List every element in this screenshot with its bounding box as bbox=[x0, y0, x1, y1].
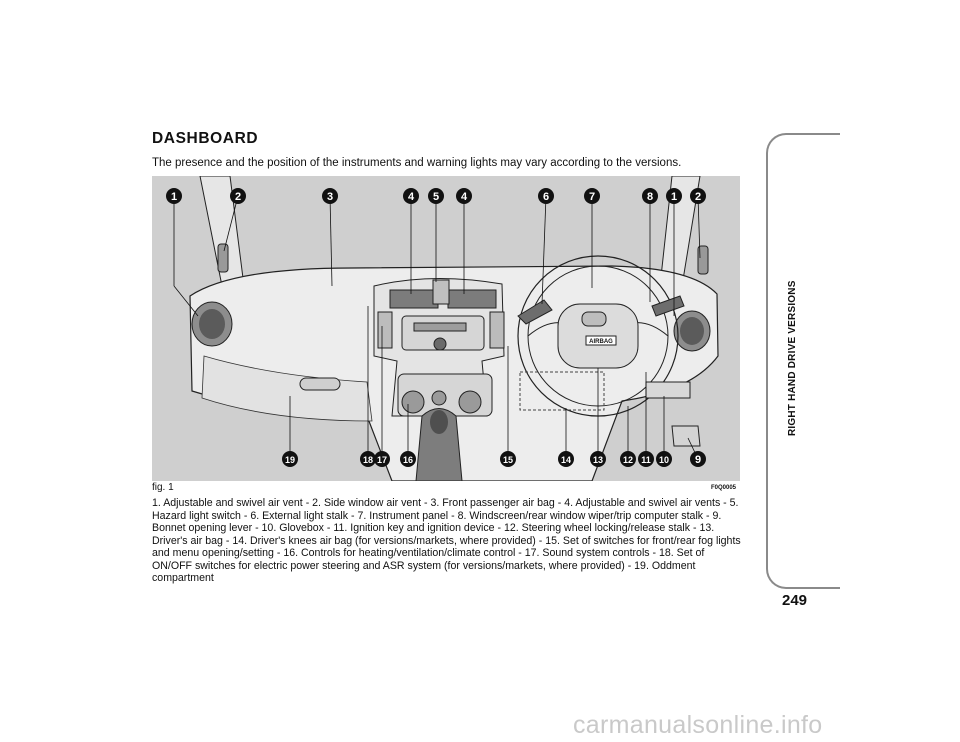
callout-5: 5 bbox=[433, 191, 439, 203]
watermark: carmanualsonline.info bbox=[573, 711, 823, 739]
callout-17: 17 bbox=[377, 455, 387, 465]
airbag-label: AIRBAG bbox=[589, 339, 613, 345]
callout-2: 2 bbox=[235, 191, 241, 203]
callout-14: 14 bbox=[561, 455, 571, 465]
callout-15: 15 bbox=[503, 455, 513, 465]
callout-9: 9 bbox=[695, 454, 701, 466]
callout-11: 11 bbox=[641, 455, 651, 465]
callout-8: 8 bbox=[647, 191, 653, 203]
figure-caption: 1. Adjustable and swivel air vent - 2. S… bbox=[152, 497, 741, 584]
callout-1b: 1 bbox=[671, 191, 677, 203]
callout-18: 18 bbox=[363, 455, 373, 465]
callout-19: 19 bbox=[285, 455, 295, 465]
section-title: DASHBOARD bbox=[152, 130, 259, 147]
section-tab bbox=[766, 133, 840, 589]
section-tab-label: RIGHT HAND DRIVE VERSIONS bbox=[787, 280, 798, 436]
callout-6: 6 bbox=[543, 191, 549, 203]
figure-label: fig. 1 bbox=[152, 482, 174, 493]
callout-7: 7 bbox=[589, 191, 595, 203]
intro-text: The presence and the position of the ins… bbox=[152, 157, 682, 169]
top-callouts: 1 2 3 4 5 4 6 7 8 1 2 bbox=[166, 188, 706, 204]
callout-4b: 4 bbox=[461, 191, 468, 203]
figure-code: F0Q0005 bbox=[711, 485, 737, 491]
dashboard-figure: AIRBAG bbox=[152, 176, 740, 481]
callout-10: 10 bbox=[659, 455, 669, 465]
callout-1: 1 bbox=[171, 191, 177, 203]
bottom-callouts: 19 18 17 16 15 14 13 12 11 10 9 bbox=[282, 451, 706, 467]
callout-4: 4 bbox=[408, 191, 415, 203]
callout-2b: 2 bbox=[695, 191, 701, 203]
callout-13: 13 bbox=[593, 455, 603, 465]
dashboard-illustration: AIRBAG bbox=[166, 176, 719, 481]
callout-3: 3 bbox=[327, 191, 333, 203]
callout-16: 16 bbox=[403, 455, 413, 465]
page-number: 249 bbox=[782, 592, 808, 609]
callout-12: 12 bbox=[623, 455, 633, 465]
